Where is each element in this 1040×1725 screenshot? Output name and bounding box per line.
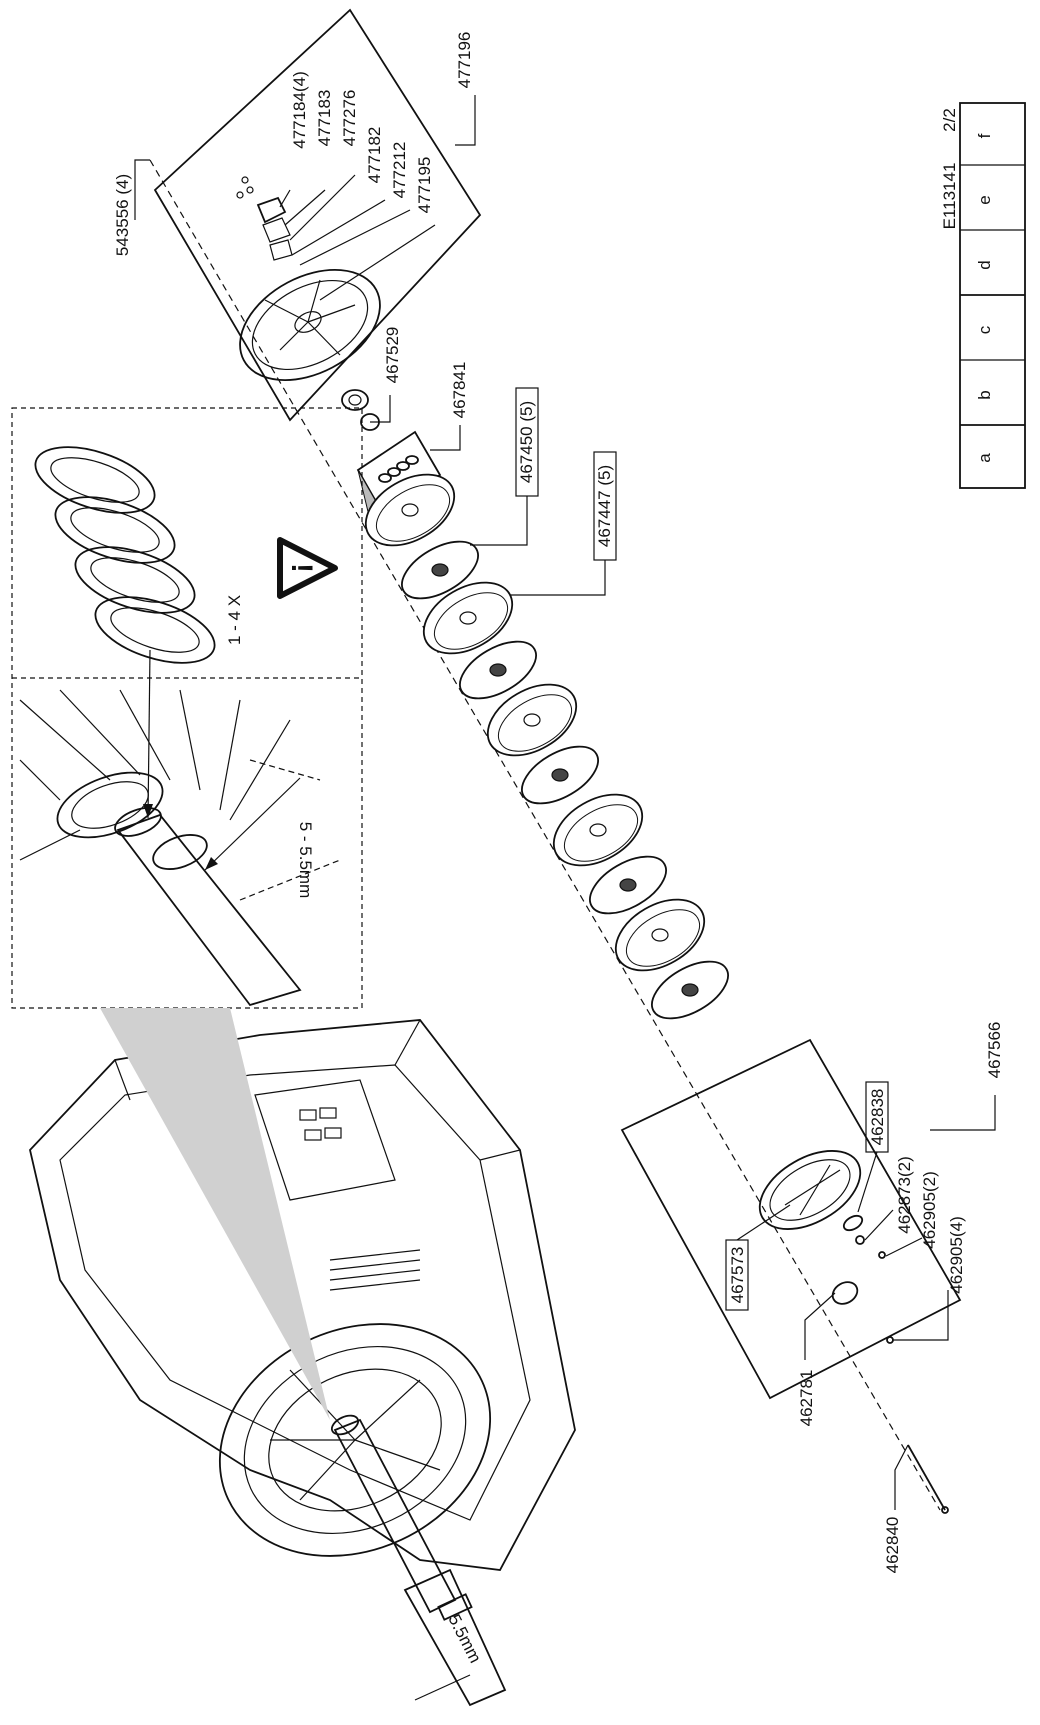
shaft-and-caliper [330,1414,507,1707]
document-code: E113141 [940,163,959,230]
disc-stack [364,473,729,1020]
label-467566: 467566 [985,1022,1004,1079]
bearing-467529 [341,389,380,431]
shaft-closeup [14,649,360,1007]
shim-rings-detail [34,446,216,664]
fan-cover [239,269,381,381]
title-cell-c: c [975,325,994,334]
fan-cover-assembly-box [153,8,482,422]
label-477196: 477196 [455,32,474,89]
magnifier-cone [100,1008,330,1420]
title-cell-d: d [975,260,994,269]
stator-disc [651,960,729,1020]
rotor-disc [486,683,578,757]
quantity-note: 1 - 4 X [225,595,244,645]
caliper-gauge-reading: 5.5mm [444,1611,485,1666]
label-462905-2: 462905(2) [920,1171,939,1249]
warning-exclamation: ! [285,563,318,573]
label-477195: 477195 [415,157,434,214]
rotor-disc [614,898,706,972]
title-cell-b: b [975,390,994,399]
gap-dimension: 5 - 5.5mm [296,822,315,899]
label-467573: 467573 [728,1247,747,1304]
label-477212: 477212 [390,142,409,199]
label-462840: 462840 [883,1517,902,1574]
label-462905-4: 462905(4) [947,1216,966,1294]
label-477184: 477184(4) [290,71,309,149]
label-467529: 467529 [383,327,402,384]
label-477182: 477182 [365,127,384,184]
label-467447: 467447 (5) [595,465,614,547]
label-462838: 462838 [868,1089,887,1146]
end-shield [758,1150,894,1344]
label-477276: 477276 [340,90,359,147]
stator-disc [521,745,599,805]
rotor-disc [364,473,456,547]
title-cell-e: e [975,195,994,204]
label-543556: 543556 (4) [113,174,132,256]
stator-disc [589,855,667,915]
exploded-axis-line [149,159,941,1511]
warning-triangle-icon [277,537,338,599]
title-block: f e d c b a [959,102,1026,489]
label-477183: 477183 [315,90,334,147]
bolt-462840 [907,1444,946,1511]
stator-disc [401,540,479,600]
stator-disc [459,640,537,700]
label-462873: 462873(2) [895,1156,914,1234]
rotor-disc [422,581,514,655]
title-cell-f: f [975,133,994,138]
bracket-parts [236,176,293,261]
label-467450: 467450 (5) [517,401,536,483]
rotor-disc [552,793,644,867]
title-cell-a: a [975,453,994,463]
label-462781: 462781 [797,1370,816,1427]
sheet-number: 2/2 [940,108,959,132]
label-467841: 467841 [450,362,469,419]
end-shield-assembly-box [620,1038,962,1400]
